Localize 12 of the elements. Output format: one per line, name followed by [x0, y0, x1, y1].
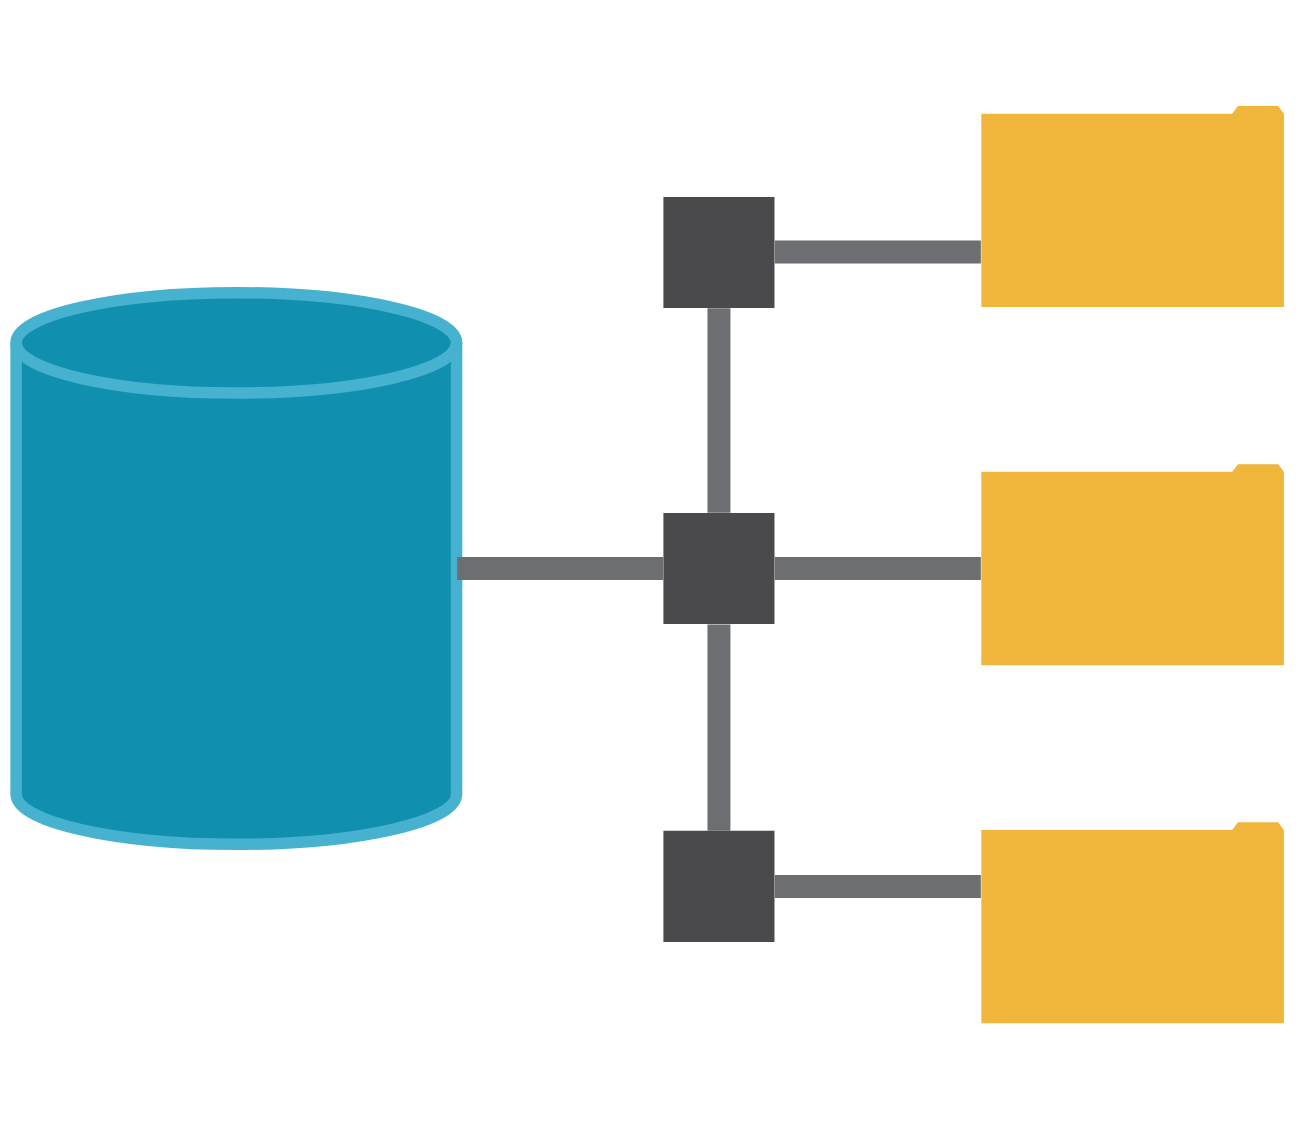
connector: [707, 308, 731, 513]
node-folder: [981, 106, 1284, 308]
connector: [457, 557, 664, 580]
connector: [707, 624, 731, 831]
node-folder: [981, 822, 1284, 1024]
node-box: [663, 830, 775, 942]
connector: [774, 557, 981, 580]
node-box: [663, 196, 775, 309]
connector: [774, 240, 981, 264]
node-folder: [981, 464, 1284, 666]
connector: [774, 874, 981, 898]
node-box: [663, 512, 775, 625]
